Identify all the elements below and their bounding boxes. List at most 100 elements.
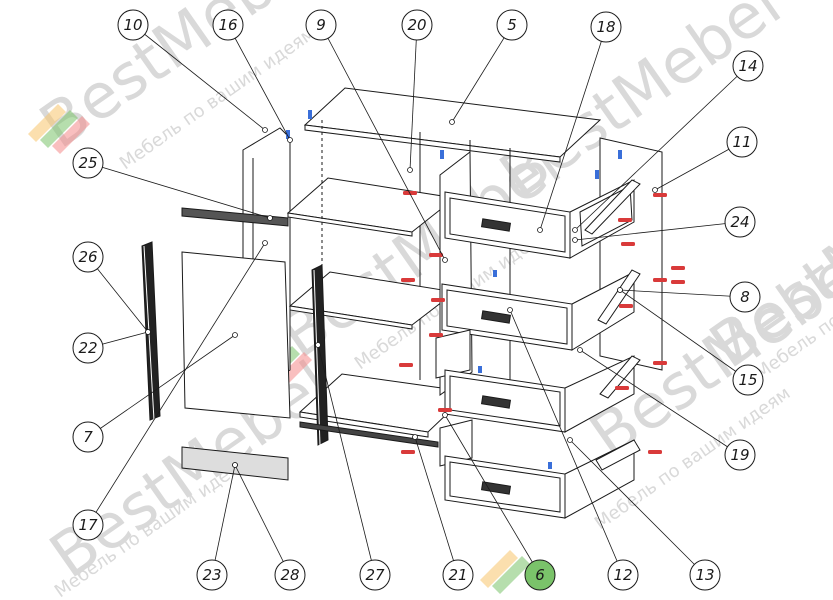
leader-dot-21 — [412, 434, 418, 440]
leader-line-27 — [317, 344, 376, 576]
leader-line-26 — [87, 256, 149, 333]
callout-21: 21 — [442, 559, 474, 591]
leader-dot-6 — [442, 412, 448, 418]
callout-23: 23 — [196, 559, 228, 591]
callout-label-7: 7 — [83, 428, 93, 446]
callout-circle-14 — [732, 50, 764, 82]
leader-dot-26 — [145, 329, 151, 335]
confirmat-screw — [615, 386, 629, 390]
leader-dot-10 — [262, 127, 268, 133]
callout-circle-10 — [117, 9, 149, 41]
part-strip-25 — [181, 207, 289, 227]
callout-label-11: 11 — [732, 133, 751, 151]
leader-dot-9 — [442, 257, 448, 263]
callout-10: 10 — [117, 9, 149, 41]
confirmat-screw — [671, 266, 685, 270]
drawer-4 — [444, 439, 641, 519]
leader-line-16 — [227, 24, 291, 141]
callout-18: 18 — [590, 11, 622, 43]
callout-16: 16 — [212, 9, 244, 41]
part-right-side — [599, 137, 663, 371]
callout-circle-23 — [196, 559, 228, 591]
callout-26: 26 — [72, 241, 104, 273]
hinge-connectors — [286, 110, 622, 469]
drawer-2 — [435, 271, 635, 379]
watermark-logo-3 — [480, 550, 530, 594]
callout-circle-17 — [72, 509, 104, 541]
confirmat-screw — [401, 278, 415, 282]
callout-circle-6 — [524, 559, 556, 591]
callout-circle-24 — [724, 206, 756, 238]
callout-label-17: 17 — [78, 516, 98, 534]
confirmat-screw — [648, 450, 662, 454]
callout-circle-8 — [729, 281, 761, 313]
leader-line-14 — [574, 65, 749, 231]
leader-dot-5 — [449, 119, 455, 125]
leader-line-21 — [414, 436, 459, 576]
callout-22: 22 — [72, 332, 104, 364]
callout-6: 6 — [524, 559, 556, 591]
callout-label-19: 19 — [730, 446, 749, 464]
callout-circle-7 — [72, 421, 104, 453]
leader-line-18 — [539, 26, 607, 231]
drawer-runner-3 — [599, 355, 641, 399]
leader-dot-12 — [507, 307, 513, 313]
leader-line-9 — [320, 24, 446, 261]
confirmat-screw — [653, 278, 667, 282]
callout-label-6: 6 — [535, 566, 545, 584]
leader-line-7 — [87, 334, 236, 438]
confirmat-screw — [619, 304, 633, 308]
callout-9: 9 — [305, 9, 337, 41]
callout-circle-28 — [274, 559, 306, 591]
callout-15: 15 — [732, 364, 764, 396]
callout-circle-15 — [732, 364, 764, 396]
callout-12: 12 — [607, 559, 639, 591]
callout-28: 28 — [274, 559, 306, 591]
callout-circle-26 — [72, 241, 104, 273]
watermark-logo-1 — [28, 104, 90, 154]
callout-circle-27 — [359, 559, 391, 591]
callout-circle-16 — [212, 9, 244, 41]
confirmat-screw — [653, 361, 667, 365]
leader-dot-13 — [567, 437, 573, 443]
drawer-runner-2 — [597, 269, 641, 325]
callout-label-12: 12 — [613, 566, 632, 584]
callout-19: 19 — [724, 439, 756, 471]
leader-dot-11 — [652, 187, 658, 193]
callout-label-24: 24 — [730, 213, 749, 231]
callout-20: 20 — [401, 9, 433, 41]
leader-dot-20 — [407, 167, 413, 173]
leader-lines — [87, 24, 749, 576]
leader-line-20 — [409, 24, 418, 171]
callout-label-13: 13 — [695, 566, 714, 584]
leader-line-19 — [579, 349, 741, 456]
confirmat-screw — [438, 408, 452, 412]
drawer-runner-1 — [584, 179, 641, 235]
leader-dot-18 — [537, 227, 543, 233]
leader-dot-7 — [232, 332, 238, 338]
callout-circle-21 — [442, 559, 474, 591]
callout-circle-13 — [689, 559, 721, 591]
leader-line-24 — [574, 221, 741, 241]
leader-line-13 — [569, 439, 706, 576]
callout-label-14: 14 — [738, 57, 757, 75]
leader-line-10 — [132, 24, 266, 131]
leader-line-11 — [654, 141, 743, 191]
leader-line-25 — [87, 162, 271, 219]
callout-circle-25 — [72, 147, 104, 179]
leader-line-17 — [87, 242, 266, 526]
leader-dot-14 — [572, 227, 578, 233]
confirmat-screw — [653, 193, 667, 197]
leader-dot-17 — [262, 240, 268, 246]
leader-line-15 — [619, 289, 749, 381]
callout-circle-9 — [305, 9, 337, 41]
leader-line-23 — [211, 464, 236, 576]
callout-circle-12 — [607, 559, 639, 591]
leader-dot-23 — [232, 462, 238, 468]
callout-label-10: 10 — [123, 16, 142, 34]
leader-dot-25 — [267, 215, 273, 221]
callout-label-25: 25 — [78, 154, 97, 172]
